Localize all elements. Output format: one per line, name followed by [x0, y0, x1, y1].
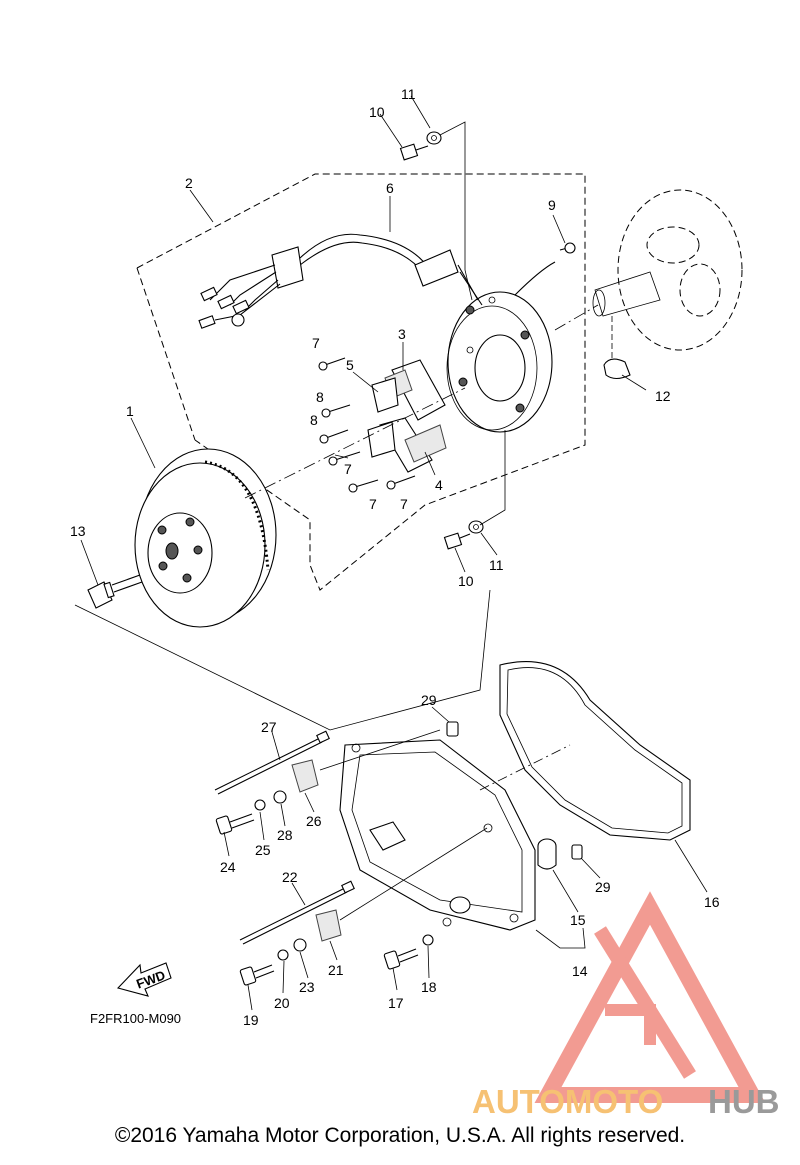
callout-11-upper: 11 — [401, 86, 416, 102]
callout-19: 19 — [243, 1012, 259, 1028]
callout-25: 25 — [255, 842, 271, 858]
fwd-direction-arrow: FWD — [116, 962, 172, 997]
callout-24: 24 — [220, 859, 236, 875]
callout-18: 18 — [421, 979, 437, 995]
callout-20: 20 — [274, 995, 290, 1011]
cover-gasket — [499, 661, 691, 841]
callout-21: 21 — [328, 962, 344, 978]
crankcase-cover — [339, 739, 571, 931]
callout-29-upper: 29 — [421, 692, 437, 708]
bolt-washer-upper — [399, 121, 473, 301]
callout-17: 17 — [388, 995, 404, 1011]
callout-4: 4 — [435, 477, 443, 493]
callout-13: 13 — [70, 523, 86, 539]
stator-plate — [446, 291, 553, 433]
callout-9: 9 — [548, 197, 556, 213]
dowel-pin — [446, 721, 583, 870]
callout-7-c: 7 — [369, 496, 377, 512]
callout-7-d: 7 — [400, 496, 408, 512]
callout-10-lower: 10 — [458, 573, 474, 589]
wire-harness — [198, 233, 556, 329]
automotohub-watermark-text: AUTOMOTO HUB — [472, 1083, 780, 1120]
callout-27: 27 — [261, 719, 277, 735]
callout-2: 2 — [185, 175, 193, 191]
cover-bolts — [215, 790, 434, 986]
callout-1: 1 — [126, 403, 134, 419]
cable-tie-lower — [239, 880, 355, 945]
woodruff-key — [603, 358, 631, 380]
cable-tie-upper — [214, 730, 330, 795]
callout-7-b: 7 — [344, 461, 352, 477]
automotohub-watermark-logo — [534, 891, 766, 1103]
callout-5: 5 — [346, 357, 354, 373]
callout-14: 14 — [572, 963, 588, 979]
callout-12: 12 — [655, 388, 671, 404]
crankshaft — [554, 189, 743, 351]
charging-coil — [367, 417, 447, 473]
leader-lines — [80, 95, 708, 1011]
callout-26: 26 — [306, 813, 322, 829]
callout-8-b: 8 — [310, 412, 318, 428]
clamp-lower — [315, 909, 342, 942]
callout-16: 16 — [704, 894, 720, 910]
flywheel-rotor — [134, 387, 466, 628]
callout-3: 3 — [398, 326, 406, 342]
callout-28: 28 — [277, 827, 293, 843]
assembly-boundary-left — [136, 267, 196, 441]
frame-line-upper — [74, 589, 491, 731]
callout-22: 22 — [282, 869, 298, 885]
watermark-text-automoto: AUTOMOTO — [472, 1083, 663, 1120]
bolt-washer-lower — [443, 430, 506, 550]
assembly-boundary-upper — [136, 173, 586, 591]
callout-29-lower: 29 — [595, 879, 611, 895]
figure-code: F2FR100-M090 — [90, 1011, 181, 1026]
callout-6: 6 — [386, 180, 394, 196]
callout-8-a: 8 — [316, 389, 324, 405]
clamp-upper — [291, 759, 319, 793]
copyright-notice: ©2016 Yamaha Motor Corporation, U.S.A. A… — [114, 1124, 686, 1147]
callout-15: 15 — [570, 912, 586, 928]
callout-11-lower: 11 — [489, 557, 504, 573]
callout-labels: 2 6 3 4 5 7 7 7 7 8 8 9 10 10 11 11 12 1… — [70, 86, 720, 1028]
stator-screws — [318, 242, 576, 493]
pickup-coil — [371, 359, 446, 421]
watermark-text-hub: HUB — [708, 1083, 780, 1120]
flywheel-bolt — [87, 574, 143, 609]
callout-7-a: 7 — [312, 335, 320, 351]
callout-23: 23 — [299, 979, 315, 995]
callout-10-upper: 10 — [369, 104, 385, 120]
